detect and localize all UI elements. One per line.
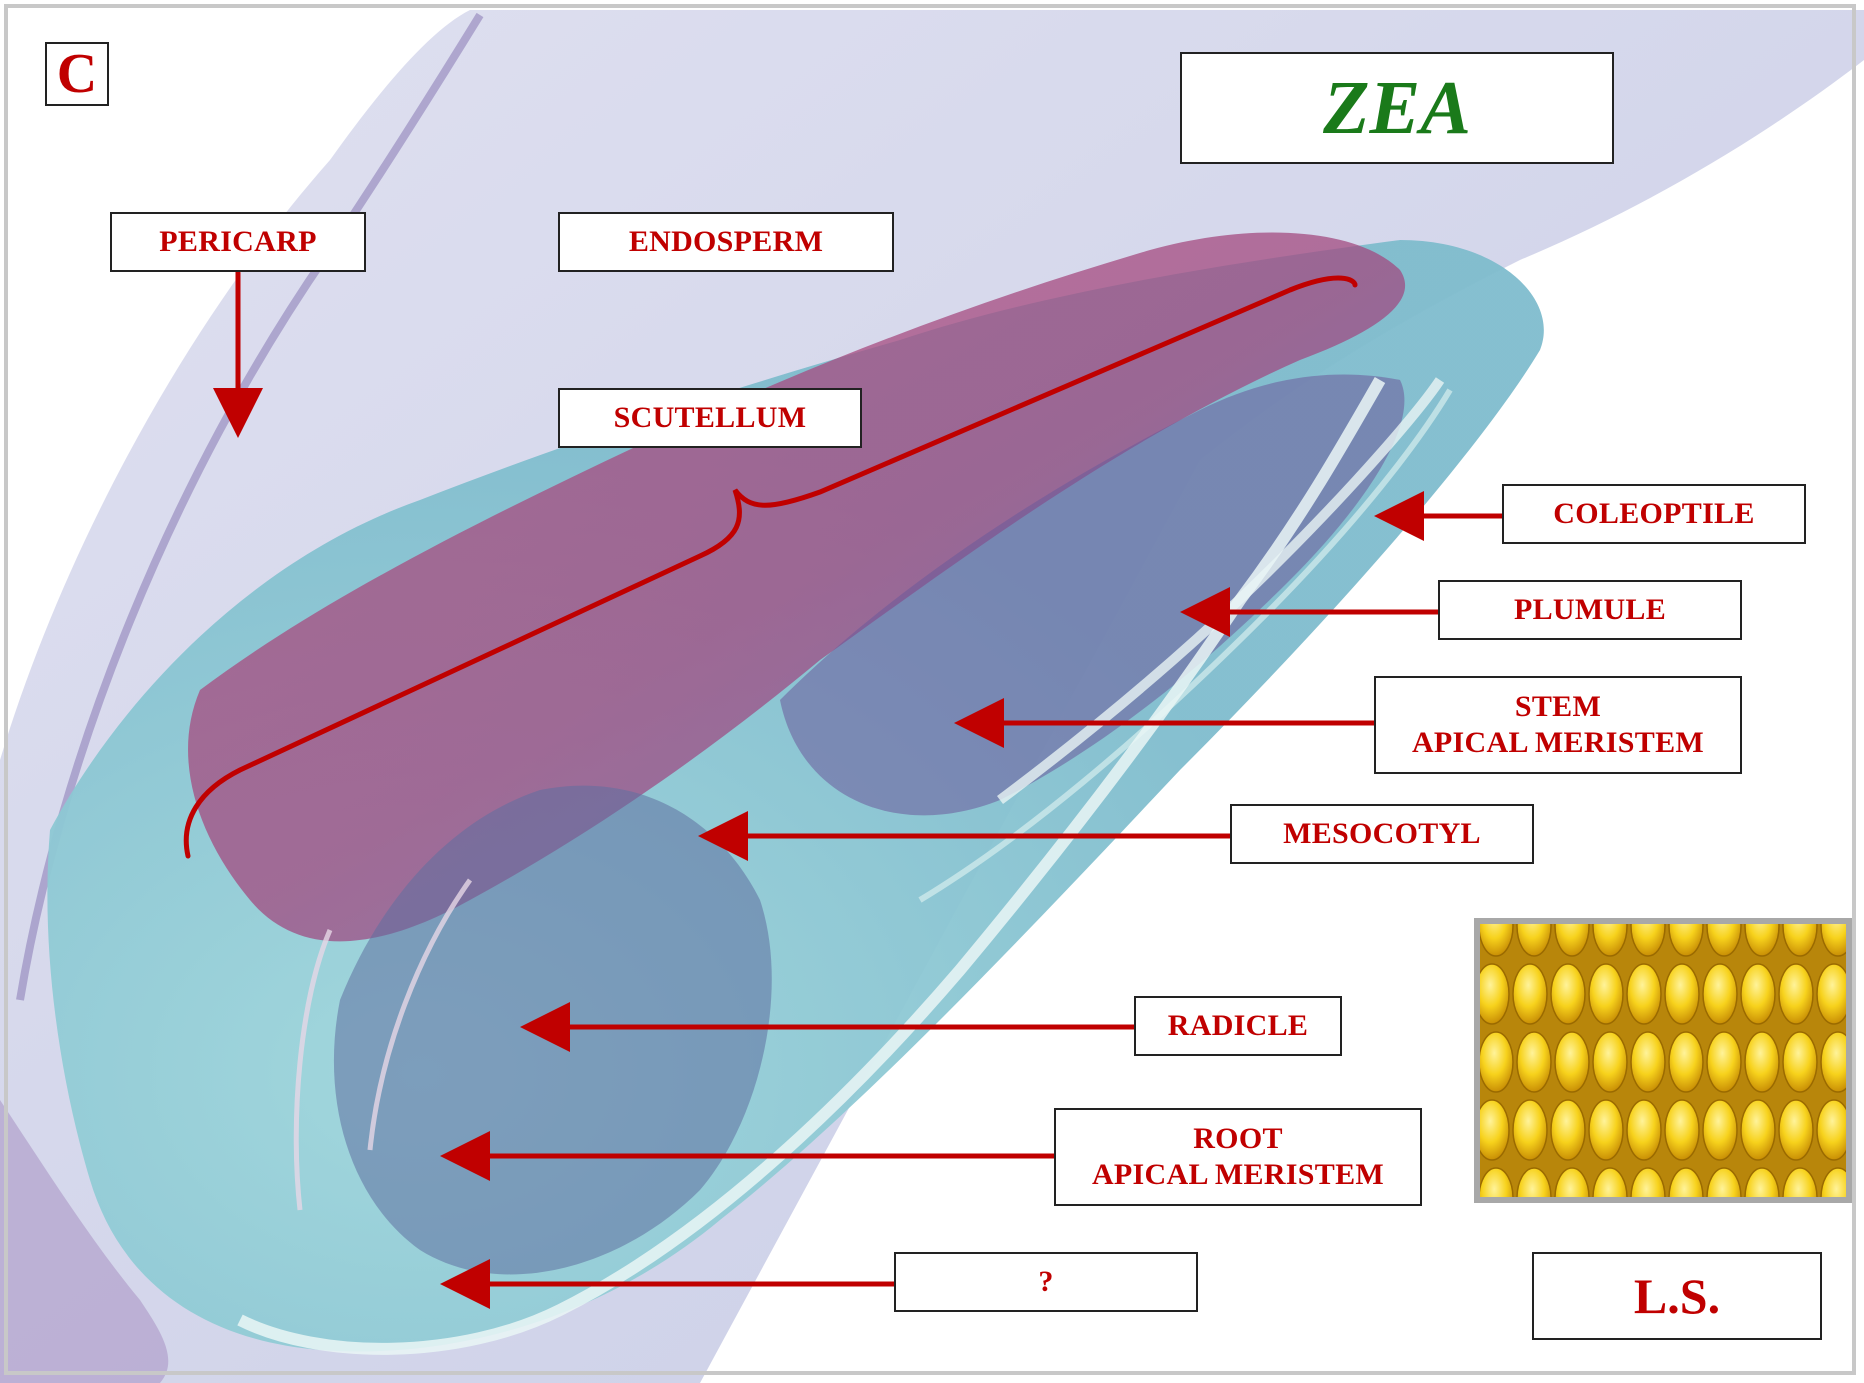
corn-kernel [1480, 1100, 1509, 1160]
label-coleoptile: COLEOPTILE [1502, 484, 1806, 544]
corn-kernel [1631, 1032, 1665, 1092]
corn-kernel [1627, 1100, 1661, 1160]
corn-kernel [1817, 964, 1846, 1024]
corn-kernel [1779, 964, 1813, 1024]
corn-kernel [1593, 1032, 1627, 1092]
label-unknown: ? [894, 1252, 1198, 1312]
corn-kernel [1665, 964, 1699, 1024]
corn-kernel [1627, 964, 1661, 1024]
label-root-apical-meristem-text: ROOT APICAL MERISTEM [1092, 1121, 1384, 1193]
label-coleoptile-text: COLEOPTILE [1553, 496, 1754, 532]
label-scutellum-text: SCUTELLUM [614, 400, 807, 436]
label-mesocotyl: MESOCOTYL [1230, 804, 1534, 864]
genus-title: ZEA [1180, 52, 1614, 164]
corn-kernel [1513, 1100, 1547, 1160]
corn-kernels-illustration [1480, 924, 1846, 1197]
corn-kernel [1480, 1032, 1513, 1092]
corn-kernel [1551, 1100, 1585, 1160]
corn-kernel [1589, 964, 1623, 1024]
corn-kernel [1707, 1032, 1741, 1092]
label-pericarp: PERICARP [110, 212, 366, 272]
panel-letter: C [45, 42, 109, 106]
label-root-apical-meristem: ROOT APICAL MERISTEM [1054, 1108, 1422, 1206]
corn-kernel [1741, 964, 1775, 1024]
corn-kernel [1551, 964, 1585, 1024]
label-radicle: RADICLE [1134, 996, 1342, 1056]
label-plumule-text: PLUMULE [1514, 592, 1666, 628]
corn-kernel [1783, 1032, 1817, 1092]
corn-kernel [1817, 1100, 1846, 1160]
label-radicle-text: RADICLE [1168, 1008, 1308, 1044]
label-endosperm: ENDOSPERM [558, 212, 894, 272]
corn-kernel [1703, 1100, 1737, 1160]
corn-kernel [1669, 1032, 1703, 1092]
corn-kernel [1555, 1032, 1589, 1092]
section-type-label: L.S. [1532, 1252, 1822, 1340]
label-mesocotyl-text: MESOCOTYL [1283, 816, 1481, 852]
label-pericarp-text: PERICARP [159, 224, 316, 260]
corn-kernel [1703, 964, 1737, 1024]
corn-kernel [1665, 1100, 1699, 1160]
label-stem-apical-meristem-text: STEM APICAL MERISTEM [1412, 689, 1704, 761]
corn-kernel [1517, 1032, 1551, 1092]
corn-cob-photo [1474, 918, 1852, 1203]
scutellum-bracket [186, 278, 1355, 856]
label-stem-apical-meristem: STEM APICAL MERISTEM [1374, 676, 1742, 774]
label-endosperm-text: ENDOSPERM [629, 224, 823, 260]
corn-kernel [1513, 964, 1547, 1024]
corn-kernel [1589, 1100, 1623, 1160]
label-unknown-text: ? [1038, 1264, 1053, 1300]
corn-kernel [1745, 1032, 1779, 1092]
label-scutellum: SCUTELLUM [558, 388, 862, 448]
corn-kernel [1741, 1100, 1775, 1160]
label-plumule: PLUMULE [1438, 580, 1742, 640]
corn-kernel [1779, 1100, 1813, 1160]
corn-kernel [1480, 964, 1509, 1024]
